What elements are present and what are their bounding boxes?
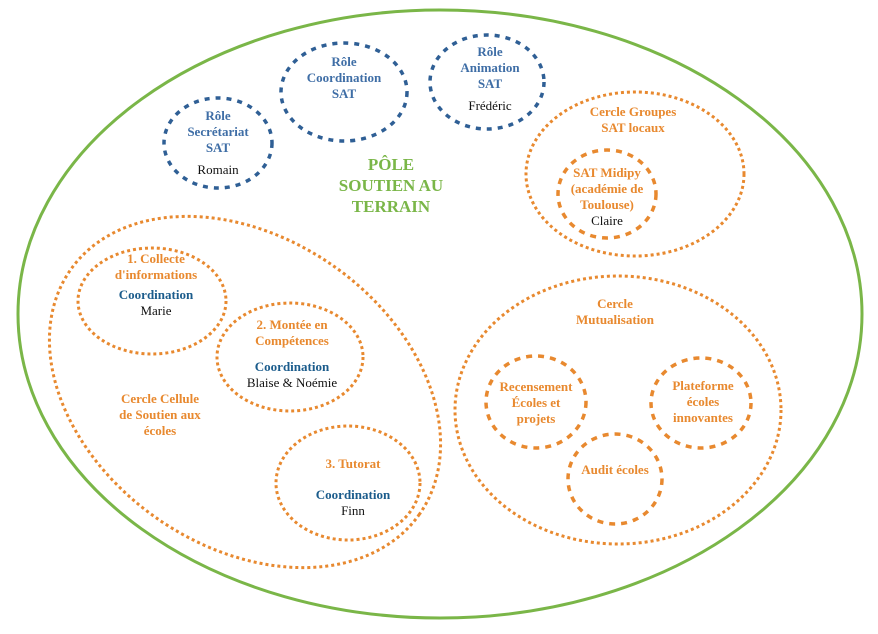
plateforme-line-3: innovantes: [673, 410, 733, 425]
sat-midipy-line-1: SAT Midipy: [573, 165, 641, 180]
tutorat-person: Finn: [341, 503, 365, 518]
role-secretariat-circle: [162, 96, 274, 190]
cercle-mutualisation-title-line-2: Mutualisation: [575, 312, 654, 327]
role-animation-line-1: Rôle: [477, 44, 503, 59]
montee-line-1: 2. Montée en: [256, 317, 328, 332]
role-coordination-line-3: SAT: [331, 86, 357, 101]
cercle-mutualisation-ellipse: [453, 274, 783, 546]
role-secretariat-line-1: Rôle: [205, 108, 231, 123]
role-coordination-circle: [279, 41, 409, 143]
pole-title: PÔLE SOUTIEN AU TERRAIN: [316, 154, 466, 217]
sat-midipy-label: SAT Midipy (académie de Toulouse) Claire: [557, 165, 657, 229]
role-secretariat-label: Rôle Secrétariat SAT Romain: [168, 108, 268, 178]
cercle-groupes-title: Cercle Groupes SAT locaux: [568, 104, 698, 136]
role-coordination-label: Rôle Coordination SAT: [284, 54, 404, 102]
plateforme-line-2: écoles: [686, 394, 720, 409]
tutorat-circle: [274, 424, 422, 542]
collecte-label: 1. Collecte d'informations Coordination …: [97, 251, 215, 319]
cercle-mutualisation-title-line-1: Cercle: [597, 296, 633, 311]
sat-midipy-person: Claire: [591, 213, 623, 228]
recensement-label: Recensement Écoles et projets: [488, 379, 584, 427]
collecte-circle: [76, 246, 228, 356]
pole-title-line-3: TERRAIN: [351, 197, 431, 216]
role-animation-line-2: Animation: [460, 60, 520, 75]
recensement-circle: [484, 354, 588, 450]
collecte-role: Coordination: [118, 287, 194, 302]
role-coordination-line-1: Rôle: [331, 54, 357, 69]
montee-circle: [215, 301, 365, 413]
cercle-cellule-title-line-2: de Soutien aux: [119, 407, 201, 422]
audit-label: Audit écoles: [567, 462, 663, 478]
recensement-line-1: Recensement: [499, 379, 573, 394]
montee-person: Blaise & Noémie: [246, 375, 338, 390]
role-coordination-line-2: Coordination: [306, 70, 382, 85]
cercle-cellule-title-line-3: écoles: [143, 423, 177, 438]
role-animation-circle: [428, 33, 546, 131]
recensement-line-2: Écoles et: [511, 395, 561, 410]
montee-line-2: Compétences: [255, 333, 329, 348]
sat-midipy-circle: [556, 148, 658, 240]
cercle-mutualisation-title: Cercle Mutualisation: [560, 296, 670, 328]
recensement-line-3: projets: [516, 411, 556, 426]
collecte-person: Marie: [140, 303, 172, 318]
montee-label: 2. Montée en Compétences Coordination Bl…: [232, 317, 352, 391]
pole-title-line-2: SOUTIEN AU: [338, 176, 444, 195]
role-secretariat-line-2: Secrétariat: [187, 124, 249, 139]
plateforme-line-1: Plateforme: [672, 378, 734, 393]
cercle-groupes-ellipse: [524, 90, 746, 258]
role-secretariat-line-3: SAT: [205, 140, 231, 155]
pole-title-line-1: PÔLE: [367, 155, 415, 174]
cercle-cellule-ellipse: [47, 214, 443, 570]
montee-role: Coordination: [254, 359, 330, 374]
tutorat-label: 3. Tutorat Coordination Finn: [293, 456, 413, 519]
cercle-groupes-title-line-2: SAT locaux: [601, 120, 665, 135]
sat-midipy-line-2: (académie de: [570, 181, 644, 196]
audit-circle: [566, 432, 664, 526]
role-animation-label: Rôle Animation SAT Frédéric: [440, 44, 540, 114]
role-secretariat-person: Romain: [197, 162, 239, 177]
tutorat-line-1: 3. Tutorat: [325, 456, 381, 471]
sat-midipy-line-3: Toulouse): [580, 197, 634, 212]
collecte-line-2: d'informations: [114, 267, 198, 282]
plateforme-circle: [649, 356, 753, 450]
audit-line-1: Audit écoles: [581, 462, 649, 477]
cercle-groupes-title-line-1: Cercle Groupes: [589, 104, 677, 119]
role-animation-person: Frédéric: [468, 98, 512, 113]
pole-ellipse: [16, 8, 864, 620]
cercle-cellule-title-line-1: Cercle Cellule: [120, 391, 200, 406]
tutorat-role: Coordination: [315, 487, 391, 502]
collecte-line-1: 1. Collecte: [127, 251, 185, 266]
role-animation-line-3: SAT: [477, 76, 503, 91]
cercle-cellule-title: Cercle Cellule de Soutien aux écoles: [105, 391, 215, 439]
plateforme-label: Plateforme écoles innovantes: [655, 378, 751, 426]
